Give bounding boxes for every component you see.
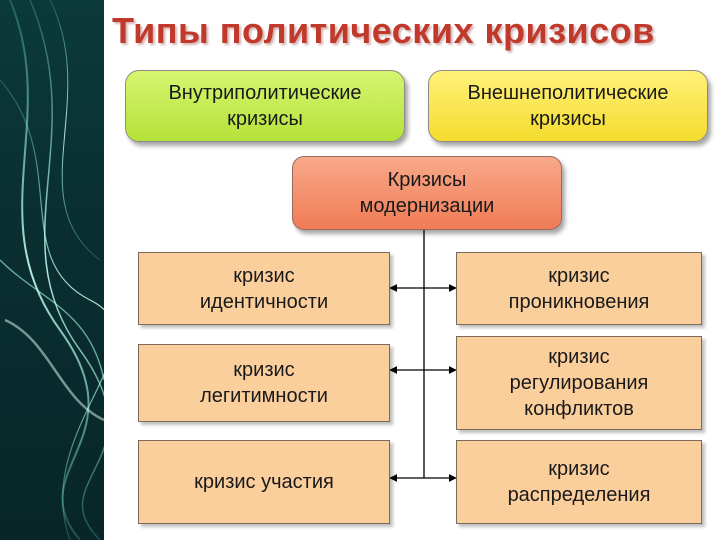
wave-decoration bbox=[0, 0, 104, 540]
external-crises-box: Внешнеполитические кризисы bbox=[428, 70, 708, 142]
conflict-regulation-crisis-box: кризис регулирования конфликтов bbox=[456, 336, 702, 430]
identity-crisis-box: кризис идентичности bbox=[138, 252, 390, 325]
internal-crises-box: Внутриполитические кризисы bbox=[125, 70, 405, 142]
distribution-crisis-box: кризис распределения bbox=[456, 440, 702, 524]
participation-crisis-box: кризис участия bbox=[138, 440, 390, 524]
decorative-sidebar bbox=[0, 0, 104, 540]
legitimacy-crisis-box: кризис легитимности bbox=[138, 344, 390, 422]
modernization-crises-box: Кризисы модернизации bbox=[292, 156, 562, 230]
penetration-crisis-box: кризис проникновения bbox=[456, 252, 702, 325]
page-title: Типы политических кризисов bbox=[112, 10, 655, 51]
